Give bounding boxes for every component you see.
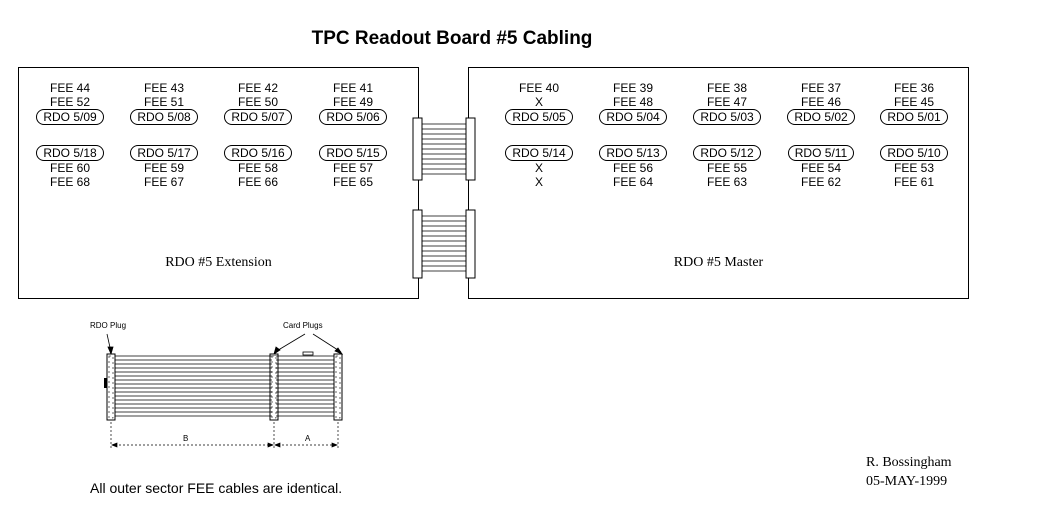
fee-label: FEE 37 <box>800 81 842 95</box>
fee-label: FEE 53 <box>893 161 935 175</box>
fee-label: FEE 52 <box>49 95 91 109</box>
fee-label: FEE 49 <box>332 95 374 109</box>
extension-board-label: RDO #5 Extension <box>165 255 272 270</box>
fee-label: FEE 45 <box>893 95 935 109</box>
segment-b-label: B <box>183 434 189 443</box>
fee-label: FEE 38 <box>706 81 748 95</box>
rdo-connector-label: RDO 5/14 <box>505 145 573 161</box>
fee-label: FEE 64 <box>612 175 654 189</box>
ribbon-cable <box>104 351 343 421</box>
rdo-plug-label: RDO Plug <box>90 321 127 330</box>
fee-label: FEE 43 <box>143 81 185 95</box>
rdo-connector-label: RDO 5/07 <box>224 109 292 125</box>
plug-arrows <box>106 333 344 356</box>
fee-cable-diagram <box>104 333 344 450</box>
fee-label: FEE 59 <box>143 161 185 175</box>
fee-label: FEE 55 <box>706 161 748 175</box>
master-column: FEE 38 FEE 47 RDO 5/03 RDO 5/12 FEE 55 F… <box>682 81 772 189</box>
fee-label: X <box>534 95 543 109</box>
rdo-connector-label: RDO 5/12 <box>693 145 761 161</box>
rdo-connector-label: RDO 5/09 <box>36 109 104 125</box>
fee-label: FEE 41 <box>332 81 374 95</box>
fee-label: FEE 40 <box>518 81 560 95</box>
dimension-lines <box>110 422 339 450</box>
fee-label: FEE 56 <box>612 161 654 175</box>
fee-label: FEE 44 <box>49 81 91 95</box>
extension-column: FEE 44 FEE 52 RDO 5/09 RDO 5/18 FEE 60 F… <box>25 81 115 189</box>
fee-label: FEE 57 <box>332 161 374 175</box>
fee-label: FEE 65 <box>332 175 374 189</box>
rdo-connector-label: RDO 5/05 <box>505 109 573 125</box>
fee-label: FEE 51 <box>143 95 185 109</box>
segment-a-label: A <box>305 434 311 443</box>
rdo-connector-label: RDO 5/17 <box>130 145 198 161</box>
rdo-connector-label: RDO 5/03 <box>693 109 761 125</box>
fee-label: FEE 61 <box>893 175 935 189</box>
master-column: FEE 39 FEE 48 RDO 5/04 RDO 5/13 FEE 56 F… <box>588 81 678 189</box>
fee-label: FEE 42 <box>237 81 279 95</box>
fee-label: FEE 46 <box>800 95 842 109</box>
rdo-connector-label: RDO 5/13 <box>599 145 667 161</box>
board-connectors <box>412 117 476 279</box>
master-board: RDO #5 Master <box>468 67 969 299</box>
rdo-connector-label: RDO 5/11 <box>787 145 855 161</box>
drawing-date: 05-MAY-1999 <box>866 474 948 489</box>
fee-label: FEE 54 <box>800 161 842 175</box>
rdo-connector-label: RDO 5/10 <box>880 145 948 161</box>
rdo-connector-label: RDO 5/18 <box>36 145 104 161</box>
rdo-connector-label: RDO 5/16 <box>224 145 292 161</box>
rdo-connector-label: RDO 5/06 <box>319 109 387 125</box>
extension-column: FEE 41 FEE 49 RDO 5/06 RDO 5/15 FEE 57 F… <box>308 81 398 189</box>
rdo-connector-label: RDO 5/01 <box>880 109 948 125</box>
rdo-connector-label: RDO 5/02 <box>787 109 855 125</box>
fee-label: FEE 60 <box>49 161 91 175</box>
fee-label: FEE 47 <box>706 95 748 109</box>
page-title: TPC Readout Board #5 Cabling <box>311 28 593 49</box>
fee-label: FEE 67 <box>143 175 185 189</box>
master-column: FEE 36 FEE 45 RDO 5/01 RDO 5/10 FEE 53 F… <box>869 81 959 189</box>
fee-label: FEE 66 <box>237 175 279 189</box>
fee-label: FEE 39 <box>612 81 654 95</box>
extension-column: FEE 42 FEE 50 RDO 5/07 RDO 5/16 FEE 58 F… <box>213 81 303 189</box>
fee-label: X <box>534 161 543 175</box>
fee-label: FEE 50 <box>237 95 279 109</box>
master-column: FEE 40 X RDO 5/05 RDO 5/14 X X <box>494 81 584 189</box>
fee-label: FEE 63 <box>706 175 748 189</box>
master-board-label: RDO #5 Master <box>673 255 764 270</box>
upper-ribbon-connector <box>412 117 476 181</box>
extension-board: RDO #5 Extension <box>18 67 419 299</box>
fee-label: FEE 68 <box>49 175 91 189</box>
fee-label: FEE 58 <box>237 161 279 175</box>
card-plugs-label: Card Plugs <box>283 321 323 330</box>
rdo-connector-label: RDO 5/08 <box>130 109 198 125</box>
fee-label: FEE 62 <box>800 175 842 189</box>
rdo-connector-label: RDO 5/04 <box>599 109 667 125</box>
lower-ribbon-connector <box>412 209 476 279</box>
fee-label: FEE 36 <box>893 81 935 95</box>
fee-label: X <box>534 175 543 189</box>
author-name: R. Bossingham <box>866 455 952 470</box>
fee-label: FEE 48 <box>612 95 654 109</box>
master-column: FEE 37 FEE 46 RDO 5/02 RDO 5/11 FEE 54 F… <box>776 81 866 189</box>
rdo-connector-label: RDO 5/15 <box>319 145 387 161</box>
extension-column: FEE 43 FEE 51 RDO 5/08 RDO 5/17 FEE 59 F… <box>119 81 209 189</box>
cable-note: All outer sector FEE cables are identica… <box>90 480 343 496</box>
